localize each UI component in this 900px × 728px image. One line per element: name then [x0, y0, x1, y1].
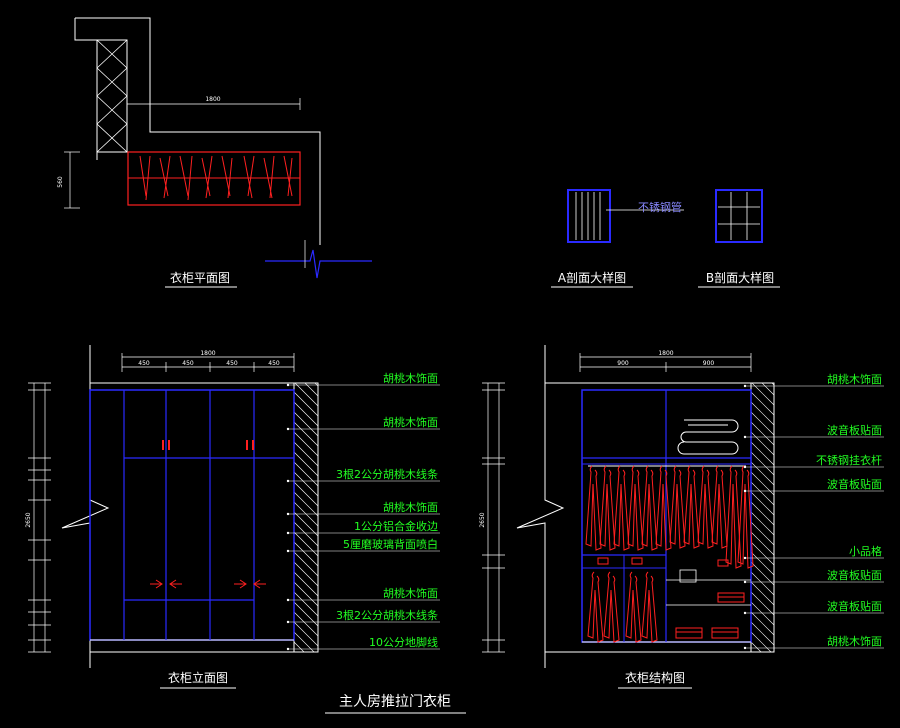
- section-a-detail: 不锈钢管 A剖面大样图: [551, 189, 684, 288]
- callout-label: 3根2公分胡桃木线条: [336, 608, 438, 622]
- section-b-title: B剖面大样图: [706, 270, 774, 285]
- struct-dim-total: 1800: [658, 350, 673, 357]
- struct-garments: [585, 465, 754, 643]
- struct-wall-break: [516, 345, 565, 668]
- callout-label: 小品格: [849, 544, 882, 558]
- struct-folded-items: [677, 419, 739, 455]
- callout-label: 5厘磨玻璃背面喷白: [343, 537, 438, 551]
- callout-label: 1公分铝合金收边: [354, 519, 438, 533]
- struct-storage-boxes: [597, 557, 745, 639]
- plan-column-hatch: [96, 39, 128, 153]
- dim-segment-label: 450: [268, 360, 280, 367]
- callout-label: 10公分地脚线: [369, 635, 438, 649]
- plan-wall-outline: [74, 18, 98, 160]
- plan-title: 衣柜平面图: [170, 270, 230, 285]
- callout-label: 波音板贴面: [827, 599, 882, 613]
- plan-dim-side: 560: [57, 176, 64, 188]
- drawing-title: 主人房推拉门衣柜: [339, 694, 451, 710]
- section-a-callout: 不锈钢管: [638, 200, 682, 214]
- plan-hangers: [139, 155, 293, 201]
- plan-dim-top: 1800: [205, 96, 220, 103]
- plan-break-line: [265, 249, 372, 279]
- callout-label: 3根2公分胡桃木线条: [336, 467, 438, 481]
- elev-title: 衣柜立面图: [168, 670, 228, 685]
- dim-segment-label: 450: [182, 360, 194, 367]
- callout-label: 胡桃木饰面: [827, 372, 882, 386]
- dim-segment-label: 450: [138, 360, 150, 367]
- elev-door-handles: [162, 440, 254, 450]
- callout-label: 波音板贴面: [827, 477, 882, 491]
- dim-segment-label: 900: [617, 360, 629, 367]
- elev-right-wall: [293, 382, 319, 653]
- struct-dim-height: 2650: [479, 512, 486, 527]
- callout-label: 胡桃木饰面: [383, 415, 438, 429]
- callout-label: 胡桃木饰面: [383, 371, 438, 385]
- elev-slide-arrows: [150, 579, 266, 589]
- plan-column: [96, 39, 128, 153]
- section-a-title: A剖面大样图: [558, 270, 626, 285]
- section-a-frame: [567, 189, 611, 243]
- callout-label: 胡桃木饰面: [383, 586, 438, 600]
- callout-label: 波音板贴面: [827, 423, 882, 437]
- section-b-frame: [715, 189, 763, 243]
- section-b-detail: B剖面大样图: [698, 189, 780, 288]
- struct-title: 衣柜结构图: [625, 670, 685, 685]
- wardrobe-plan-view: 1800 560 衣柜平面图: [57, 17, 372, 288]
- callout-label: 不锈钢挂衣杆: [816, 453, 882, 467]
- elev-wall-break: [61, 345, 110, 668]
- elev-cabinet-frame: [89, 389, 295, 641]
- elev-dim-height: 2650: [25, 512, 32, 527]
- callout-label: 波音板贴面: [827, 568, 882, 582]
- dim-segment-label: 900: [703, 360, 715, 367]
- dim-segment-label: 450: [226, 360, 238, 367]
- callout-label: 胡桃木饰面: [827, 634, 882, 648]
- elev-dim-total: 1800: [200, 350, 215, 357]
- callout-label: 胡桃木饰面: [383, 500, 438, 514]
- plan-wall-outline-inner: [75, 17, 321, 245]
